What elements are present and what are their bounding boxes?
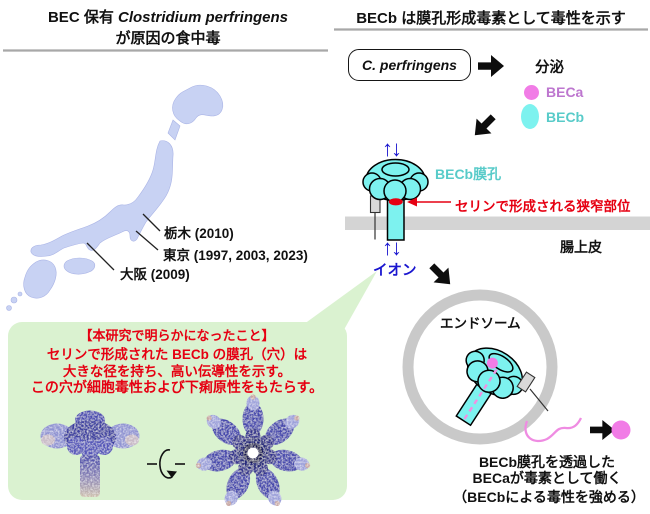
- legend-row-becb: BECb: [521, 104, 584, 129]
- protein-top-view: [195, 394, 311, 507]
- map-label-tokyo: 東京 (1997, 2003, 2023): [163, 248, 308, 263]
- beca-in-pore: [486, 357, 498, 369]
- findings-line2: 大きな径を持ち、高い伝導性を示す。: [62, 364, 292, 379]
- bacterium-name: C. perfringens: [362, 57, 457, 73]
- released-beca-circle: [611, 420, 631, 440]
- ion-arrows-top: ↑↓: [382, 136, 402, 161]
- outcome-line2: BECaが毒素として働く: [472, 470, 622, 486]
- beca-label: BECa: [546, 84, 584, 100]
- to-membrane-arrow-icon: [467, 109, 501, 143]
- title-prefix: BEC 保有: [47, 9, 118, 26]
- osaka-pointer-line: [86, 242, 115, 271]
- bacterium-box: C. perfringens: [348, 49, 471, 81]
- left-panel-title-line1: BEC 保有 Clostridium perfringens: [48, 6, 288, 27]
- tochigi-pointer-line: [142, 213, 161, 232]
- endosome-label: エンドソーム: [440, 316, 521, 331]
- epithelium-label: 腸上皮: [560, 239, 602, 255]
- outcome-line3: （BECbによる毒性を強める）: [453, 489, 645, 505]
- title-species-italic: Clostridium perfringens: [117, 9, 289, 26]
- findings-line1: セリンで形成された BECb の膜孔（穴）は: [46, 347, 308, 362]
- becb-label: BECb: [546, 108, 585, 125]
- beca-escape-path: [524, 417, 583, 443]
- becb-dot-icon: [521, 104, 539, 129]
- endosome-ring: [402, 289, 558, 445]
- rotation-icon: [147, 449, 185, 479]
- map-label-osaka: 大阪 (2009): [120, 267, 190, 282]
- constriction-label: セリンで形成される狭窄部位: [455, 199, 631, 214]
- protein-side-view: [40, 410, 140, 497]
- ion-label: イオン: [373, 263, 417, 279]
- released-arrow-icon: [590, 420, 615, 440]
- secretion-arrow-icon: [478, 55, 504, 78]
- findings-line3: この穴が細胞毒性および下痢原性をもたらす。: [30, 379, 324, 395]
- endosome-pore: [455, 347, 549, 427]
- beca-dot-icon: [524, 84, 539, 100]
- findings-heading: 【本研究で明らかになったこと】: [79, 328, 275, 343]
- legend-row-beca: BECa: [524, 84, 583, 100]
- tokyo-pointer-line: [135, 230, 159, 251]
- ion-arrows-bottom: ↑↓: [382, 235, 402, 260]
- secretion-label: 分泌: [535, 60, 564, 76]
- constriction-pointer-arrow: [407, 197, 451, 207]
- left-panel-title-line2: が原因の食中毒: [115, 30, 221, 47]
- to-endosome-arrow-icon: [424, 258, 458, 292]
- outcome-line1: BECb膜孔を透過した: [478, 454, 616, 470]
- pore-label: BECb膜孔: [435, 166, 502, 182]
- membrane-band: [345, 216, 650, 230]
- becb-pore: [362, 158, 429, 241]
- japan-map: [6, 84, 224, 311]
- map-label-tochigi: 栃木 (2010): [164, 226, 234, 241]
- right-panel-title: BECb は膜孔形成毒素として毒性を示す: [356, 10, 626, 27]
- serine-constriction: [388, 198, 403, 206]
